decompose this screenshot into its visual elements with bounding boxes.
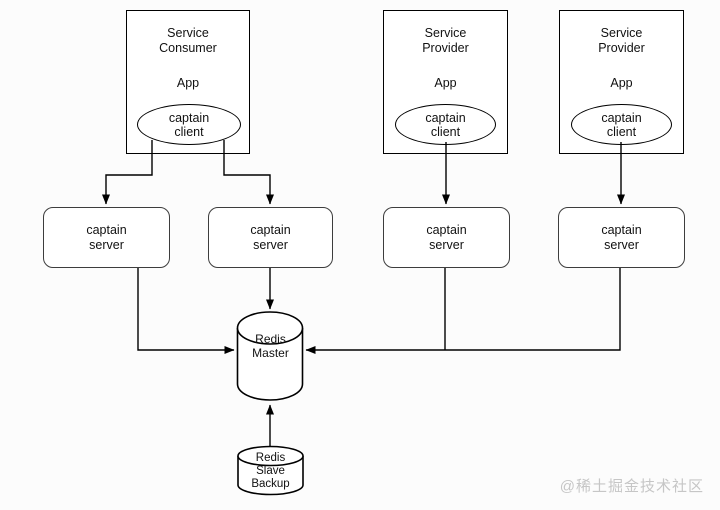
server2-line1: captain: [250, 222, 291, 237]
redis-master-line1: Redis: [255, 332, 286, 346]
consumer-client-line2: client: [174, 124, 204, 139]
server1-line1: captain: [86, 222, 127, 237]
captain-server-node-4: captain server: [558, 207, 685, 268]
provider2-captain-client-node: captain client: [571, 104, 672, 145]
provider2-app-label: App: [610, 76, 633, 90]
provider1-client-line1: captain: [425, 110, 466, 125]
server1-line2: server: [89, 237, 124, 252]
consumer-app-label: App: [176, 76, 200, 90]
captain-server-node-2: captain server: [208, 207, 333, 268]
server3-line1: captain: [426, 222, 467, 237]
redis-slave-line2: Slave: [256, 465, 285, 477]
captain-server-node-1: captain server: [43, 207, 170, 268]
server3-line2: server: [429, 237, 464, 252]
server4-line1: captain: [601, 222, 642, 237]
arrow-server4-to-redis-master: [305, 268, 621, 354]
captain-server-node-3: captain server: [383, 207, 510, 268]
redis-slave-line1: Redis: [255, 452, 286, 464]
consumer-captain-client-node: captain client: [137, 104, 241, 145]
redis-master-label: Redis Master: [238, 332, 303, 360]
provider1-title: Service Provider: [384, 11, 507, 56]
consumer-title: Service Consumer: [127, 11, 249, 56]
provider1-client-line2: client: [430, 124, 461, 139]
server4-line2: server: [604, 237, 639, 252]
provider2-title-line2: Provider: [598, 41, 645, 55]
redis-slave-line3: Backup: [251, 478, 290, 490]
redis-slave-label: Redis Slave Backup: [238, 452, 303, 491]
provider1-title-line2: Provider: [422, 41, 469, 55]
arrow-server1-to-redis-master: [137, 268, 235, 354]
watermark-text: @稀土掘金技术社区: [559, 478, 704, 495]
server2-line2: server: [253, 237, 288, 252]
provider1-app-label: App: [434, 76, 457, 90]
consumer-title-line2: Consumer: [159, 41, 217, 55]
consumer-title-line1: Service: [167, 26, 209, 40]
provider1-title-line1: Service: [424, 26, 467, 40]
consumer-client-line1: captain: [168, 110, 210, 125]
provider2-client-line1: captain: [601, 110, 642, 125]
provider2-title: Service Provider: [560, 11, 683, 56]
provider2-client-line2: client: [606, 124, 637, 139]
provider1-captain-client-node: captain client: [395, 104, 496, 145]
redis-master-line2: Master: [252, 346, 289, 360]
provider2-title-line1: Service: [600, 26, 643, 40]
